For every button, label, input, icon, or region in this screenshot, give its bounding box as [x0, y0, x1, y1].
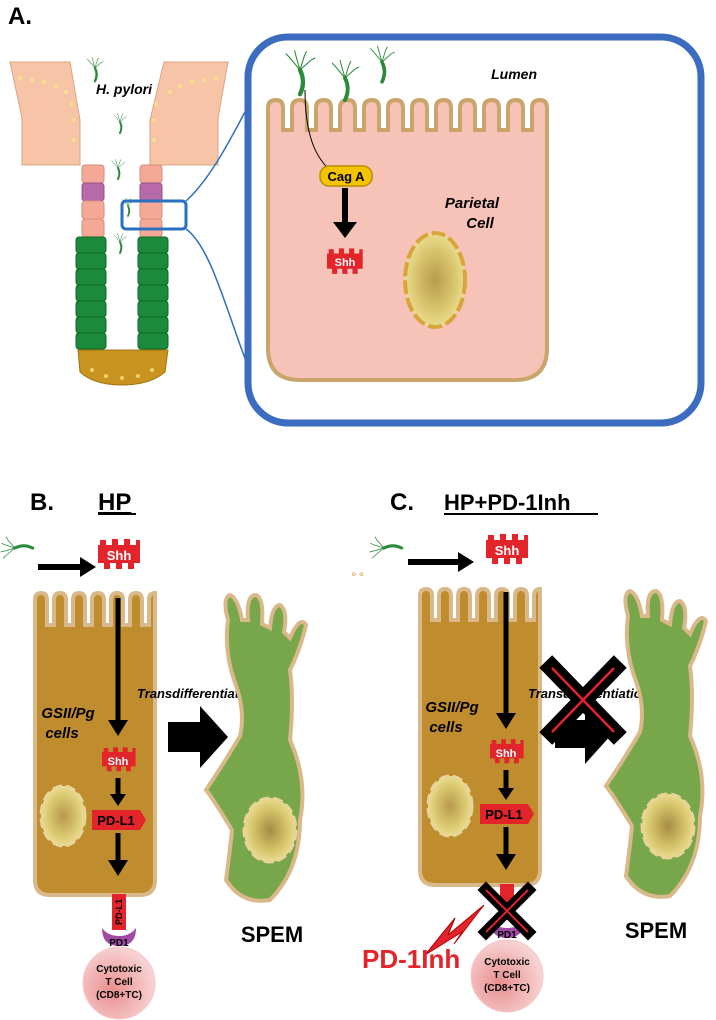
gsii-cell-c — [418, 586, 542, 887]
pd1-receptor-c — [490, 920, 524, 938]
tcell-c-2: T Cell — [493, 970, 520, 981]
pd1-receptor-b — [102, 928, 136, 946]
spem-nucleus-c — [640, 792, 696, 860]
cells-label-c-1: GSII/Pg — [425, 699, 478, 716]
inhibitor-label: PD-1Inh — [362, 944, 460, 974]
parietal-label-2: Cell — [466, 215, 494, 232]
pd1-label-c: PD1 — [497, 930, 517, 941]
cells-label-b-1: GSII/Pg — [41, 705, 94, 722]
zoom-box — [120, 199, 188, 231]
pd1-label-b: PD1 — [109, 938, 129, 949]
tcell-b-2: T Cell — [105, 977, 132, 988]
gsii-cell-b — [33, 590, 157, 897]
tcell-c — [470, 939, 544, 1013]
spem-nucleus-b — [242, 796, 298, 864]
transdiff-blocked-x-icon — [539, 655, 627, 745]
blocked-x-icon — [477, 881, 537, 941]
panel-b-title: HP — [98, 489, 131, 516]
pdl1-badge-b — [92, 810, 146, 830]
spem-label-b: SPEM — [241, 922, 303, 947]
pdl1-badge-c — [480, 804, 534, 824]
tcell-c-3: (CD8+TC) — [484, 983, 530, 994]
corpus-epithelium-right — [149, 61, 229, 166]
tcell-c-1: Cytotoxic — [484, 957, 530, 968]
corpus-epithelium-left — [9, 61, 81, 166]
tcell-b — [82, 946, 156, 1020]
pdl1-vertical-b — [112, 894, 126, 930]
cells-label-b-2: cells — [45, 725, 78, 742]
tcell-b-3: (CD8+TC) — [96, 990, 142, 1001]
panel-c-title: HP+PD-1Inh — [444, 490, 571, 515]
shh-label-b-top: Shh — [107, 548, 132, 563]
panel-b-letter: B. — [30, 489, 54, 516]
decorative-dots: ∘∘ — [350, 567, 365, 581]
transdiff-label-b: Transdifferentiation — [137, 686, 259, 701]
parietal-cell — [266, 97, 549, 382]
pdl1-label-b: PD-L1 — [97, 813, 135, 828]
parietal-label-1: Parietal — [445, 195, 500, 212]
gsii-nucleus-b — [39, 784, 87, 848]
caga-badge — [319, 165, 373, 187]
gsii-nucleus-c — [426, 774, 474, 838]
lightning-icon — [424, 904, 485, 956]
shh-label-c-top: Shh — [495, 543, 520, 558]
transdiff-arrow-b — [168, 706, 228, 768]
gland-base — [77, 349, 169, 386]
shh-label-c-inner: Shh — [496, 748, 517, 760]
h-pylori-label: H. pylori — [96, 81, 153, 97]
pdl1-label-c: PD-L1 — [485, 807, 523, 822]
spem-label-c: SPEM — [625, 918, 687, 943]
corpus-label: Corpus — [8, 41, 57, 57]
corpus-granules — [18, 76, 218, 142]
panel-c-letter: C. — [390, 489, 414, 516]
gastric-gland — [9, 56, 229, 386]
shh-label-a: Shh — [335, 257, 356, 269]
caga-label: Cag A — [327, 169, 365, 184]
cells-label-c-2: cells — [429, 719, 462, 736]
parietal-nucleus — [403, 231, 467, 329]
shh-label-b-inner: Shh — [108, 756, 129, 768]
lumen-label: Lumen — [491, 66, 537, 82]
panel-a-letter: A. — [8, 3, 32, 30]
tcell-b-1: Cytotoxic — [96, 964, 142, 975]
pdl1-vertical-label-b: PD-L1 — [114, 899, 124, 925]
